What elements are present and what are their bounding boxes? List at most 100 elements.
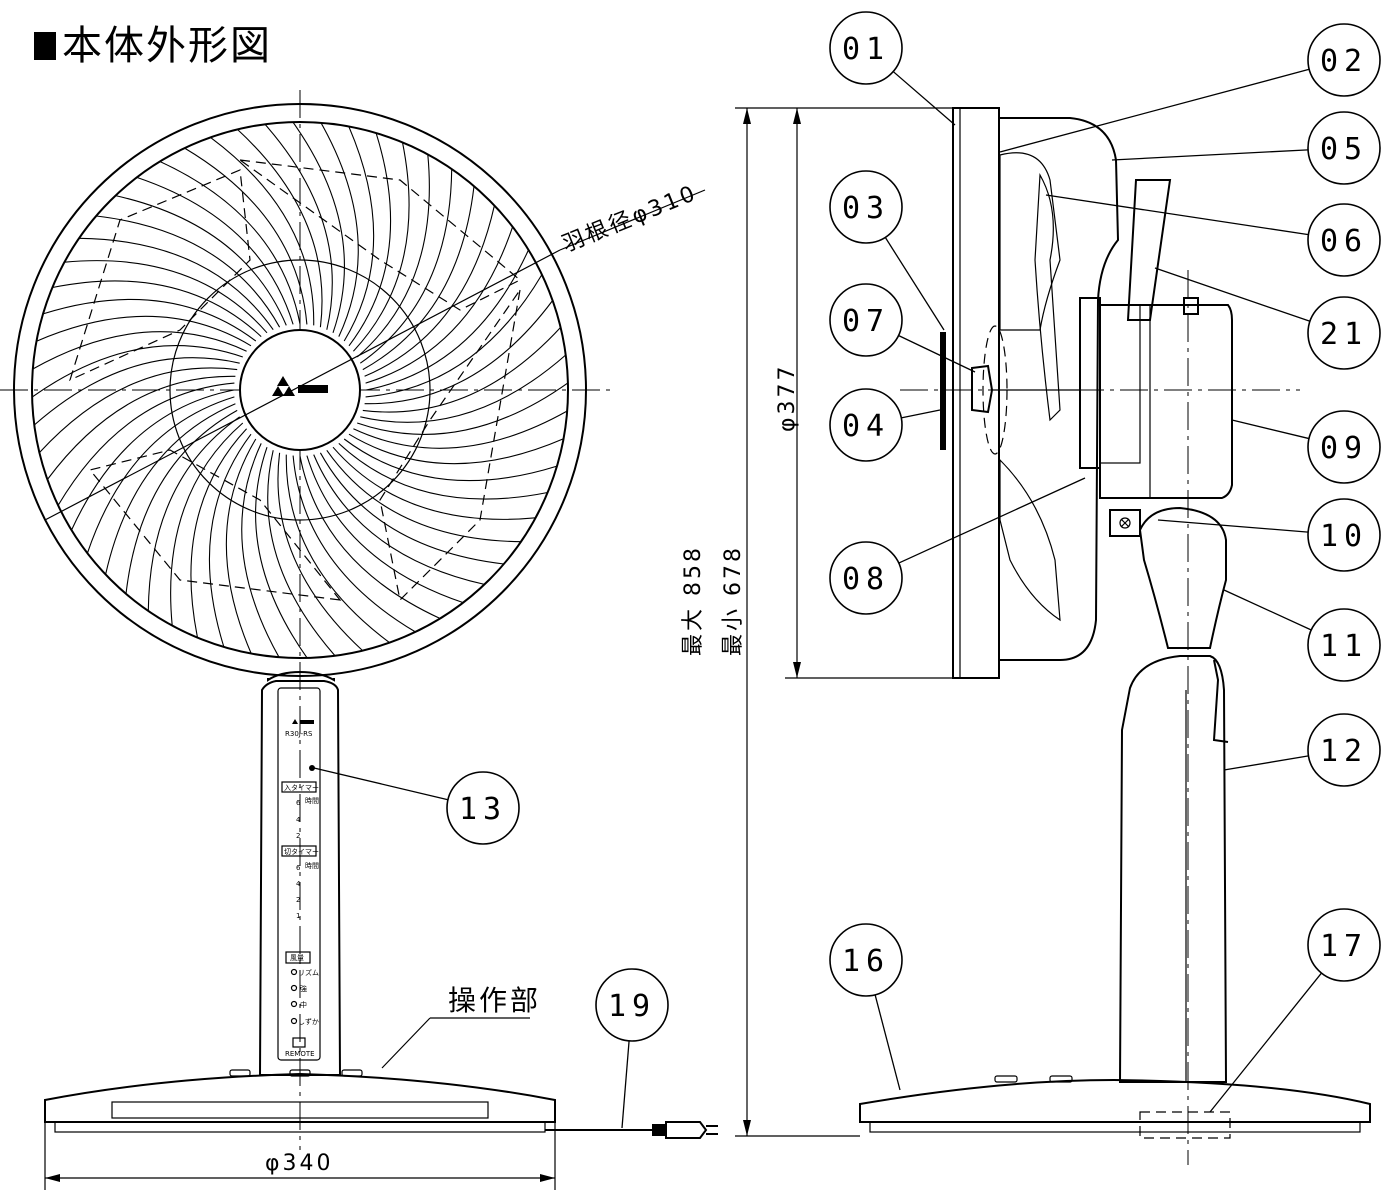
guard-spoke — [332, 446, 536, 520]
callout-bubble-16 — [829, 923, 903, 997]
guard-spoke — [86, 396, 235, 554]
guard-spoke — [38, 367, 238, 453]
control-panel-label: 操作部 — [448, 984, 541, 1017]
front-base-panel — [111, 1101, 489, 1119]
title-text: 本体外形図 — [62, 23, 272, 69]
guard-spoke — [364, 205, 495, 377]
callout-leader-10 — [1157, 519, 1309, 533]
side-base — [859, 1078, 1371, 1123]
guard-spoke — [356, 154, 430, 358]
guard-spoke — [365, 249, 529, 391]
power-led — [309, 765, 315, 771]
oscillation-knob[interactable] — [1183, 297, 1199, 315]
base-diameter-label: φ340 — [265, 1151, 334, 1176]
guard-spoke — [46, 375, 236, 480]
callout-number-11: 11 — [1320, 629, 1368, 664]
svg-text:1: 1 — [296, 912, 300, 920]
guard-spoke — [292, 121, 345, 333]
guard-spokes — [31, 121, 569, 659]
callout-number-16: 16 — [842, 944, 890, 979]
guard-spoke — [292, 455, 416, 633]
svg-text:2: 2 — [296, 832, 300, 840]
callout-bubble-10 — [1307, 498, 1381, 572]
base-button-left[interactable] — [229, 1069, 251, 1077]
blade-outline — [69, 159, 522, 602]
guard-spoke — [208, 433, 252, 648]
blade-diameter-label: 羽根径φ310 — [559, 181, 701, 258]
callout-leader-07 — [898, 334, 976, 373]
wind-mode-button[interactable] — [285, 951, 311, 964]
guard-spoke — [184, 147, 308, 325]
guard-spoke — [364, 300, 554, 405]
callout-number-08: 08 — [842, 562, 890, 597]
svg-text:REMOTE: REMOTE — [285, 1050, 315, 1058]
svg-text:中: 中 — [300, 1000, 307, 1009]
callout-number-13: 13 — [459, 792, 507, 827]
callout-leader-05 — [1111, 149, 1309, 161]
guard-spoke — [348, 433, 564, 465]
svg-text:6: 6 — [296, 799, 301, 807]
callout-bubble-12 — [1307, 713, 1381, 787]
max-height-label: 最大 858 — [681, 545, 706, 656]
callout-number-01: 01 — [842, 32, 890, 67]
guard-spoke — [33, 357, 240, 426]
guard-spoke — [136, 176, 294, 325]
guard-spoke — [277, 452, 363, 652]
guard-spoke — [241, 443, 280, 658]
guard-spoke — [105, 403, 236, 575]
guard-spoke — [343, 438, 558, 482]
callout-bubble-06 — [1307, 203, 1381, 277]
callout-number-21: 21 — [1320, 317, 1368, 352]
callout-leader-02 — [999, 68, 1310, 153]
svg-text:入タイマー: 入タイマー — [284, 783, 319, 792]
callout-leader-19 — [621, 1040, 630, 1129]
drawing-title: 本体外形図 — [34, 22, 272, 70]
guard-spoke — [313, 454, 485, 585]
guard-spoke — [326, 449, 521, 543]
front-pole — [258, 680, 342, 1076]
min-height-label: 最小 678 — [721, 545, 746, 656]
svg-text:リズム: リズム — [298, 968, 319, 977]
remote-receiver — [292, 1037, 306, 1048]
guard-spoke — [299, 455, 441, 619]
guard-inner-ring — [31, 121, 569, 659]
callout-bubble-05 — [1307, 111, 1381, 185]
base-button-center[interactable] — [289, 1069, 311, 1077]
callout-number-09: 09 — [1320, 431, 1368, 466]
guard-spoke — [255, 447, 308, 659]
guard-spoke — [147, 416, 241, 611]
callout-number-17: 17 — [1320, 929, 1368, 964]
base-button-right[interactable] — [341, 1069, 363, 1077]
control-panel — [277, 687, 321, 1061]
guard-spoke — [52, 280, 262, 338]
guard-spoke — [338, 442, 548, 500]
side-base-foot — [869, 1121, 1361, 1133]
side-rear-guard — [999, 117, 1120, 661]
guard-diameter-label: φ377 — [775, 363, 800, 432]
side-view: φ377 最大 858 最小 678 — [681, 107, 1371, 1165]
off-timer-button[interactable] — [281, 845, 317, 857]
callout-leader-06 — [1045, 194, 1309, 236]
guard-spoke — [343, 126, 375, 342]
guard-spoke — [348, 132, 392, 347]
callout-bubble-21 — [1307, 296, 1381, 370]
callout-number-02: 02 — [1320, 44, 1368, 79]
control-panel-content: R30J-RS 入タイマー 6 時間 4 2 切タイマー 6 時間 4 2 1 … — [281, 719, 319, 1058]
guard-spoke — [352, 142, 410, 352]
guard-spoke — [32, 331, 247, 370]
cord-storage-dashed — [1139, 1111, 1231, 1139]
guard-spoke — [320, 122, 359, 337]
tilt-joint — [1138, 506, 1227, 649]
guard-spoke — [159, 161, 301, 325]
guard-spoke — [57, 382, 235, 506]
on-timer-button[interactable] — [281, 781, 317, 793]
callout-leader-16 — [874, 994, 901, 1091]
front-base — [44, 1072, 556, 1123]
height-lock[interactable] — [1212, 659, 1229, 743]
guard-spoke — [359, 169, 453, 364]
callout-bubble-08 — [829, 541, 903, 615]
side-badge — [940, 332, 946, 450]
callout-bubble-04 — [829, 388, 903, 462]
svg-text:強: 強 — [300, 985, 307, 993]
guard-spoke — [264, 123, 333, 330]
